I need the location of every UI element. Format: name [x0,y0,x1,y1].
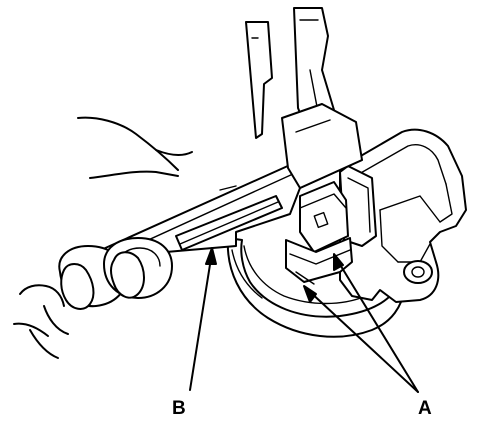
hand [13,116,193,359]
leader-lines [189,247,419,393]
label-b: B [172,398,186,419]
caliper [58,7,363,308]
depth-blade [175,195,283,251]
label-a: A [418,398,432,419]
brush [285,181,353,285]
mounting-eyelet [403,260,433,284]
